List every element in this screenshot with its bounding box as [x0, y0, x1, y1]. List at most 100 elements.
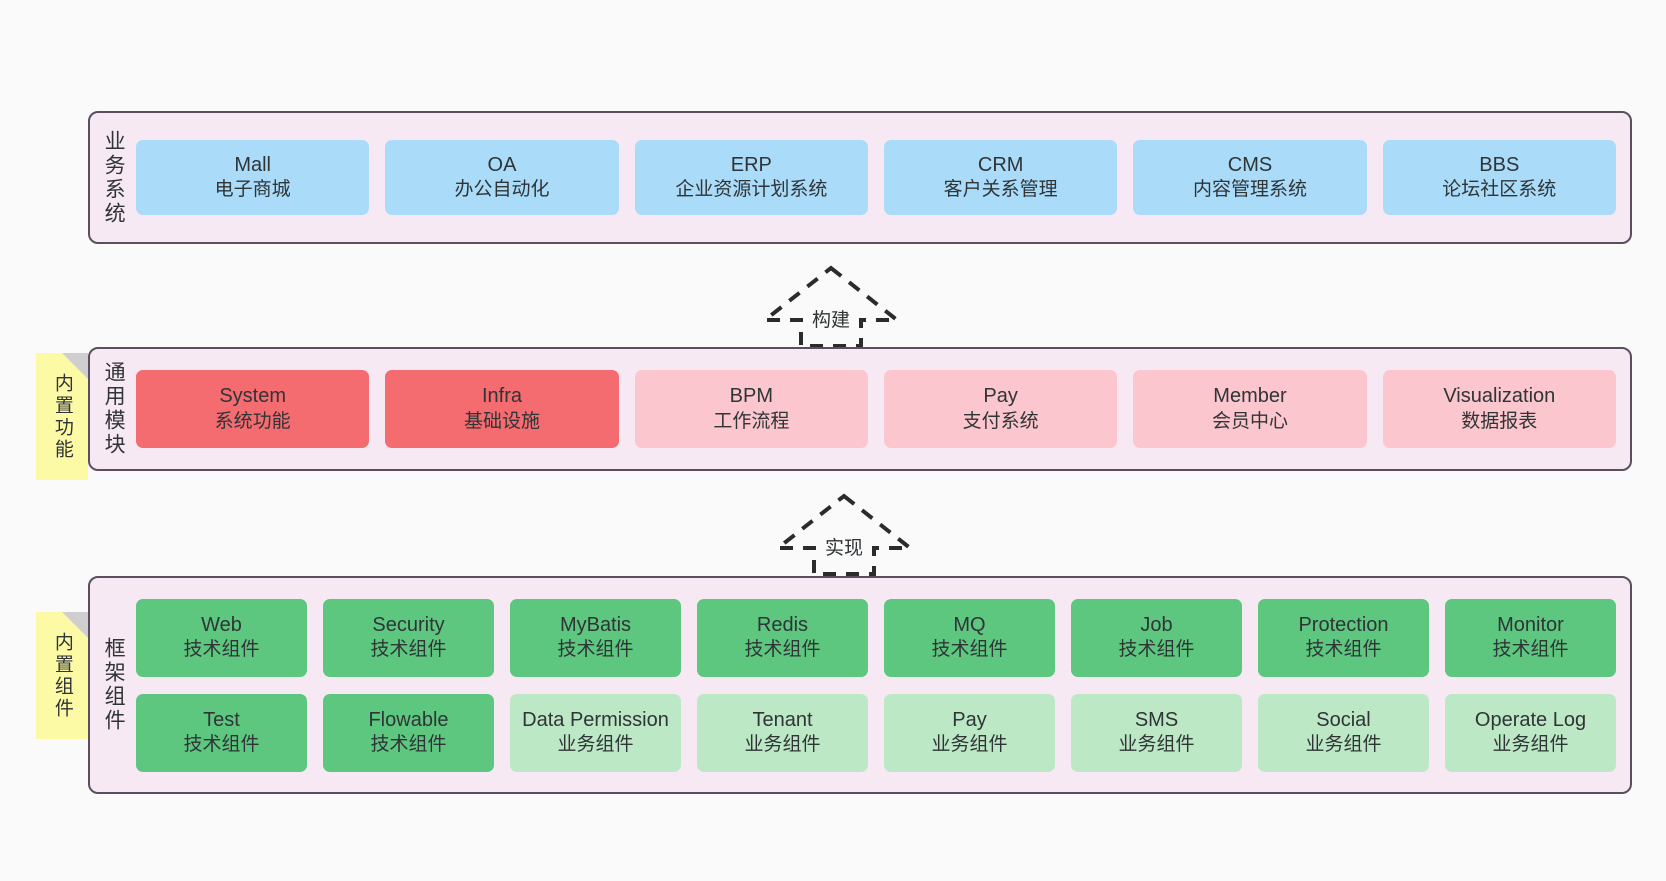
component-title: Data Permission	[522, 708, 669, 731]
module-crm[interactable]: CRM 客户关系管理	[883, 140, 1118, 215]
module-subtitle: 客户关系管理	[943, 179, 1058, 201]
note-builtin-component: 内置组件	[36, 612, 88, 739]
component-protection[interactable]: Protection 技术组件	[1258, 598, 1429, 677]
note-fold-corner-icon	[62, 612, 88, 638]
row-business-components: Test 技术组件 Flowable 技术组件 Data Permission …	[136, 693, 1616, 772]
component-sms[interactable]: SMS 业务组件	[1071, 693, 1242, 772]
component-pay[interactable]: Pay 业务组件	[884, 693, 1055, 772]
module-subtitle: 内容管理系统	[1192, 179, 1307, 201]
dashed-block-arrow-up-icon	[772, 493, 916, 576]
module-oa[interactable]: OA 办公自动化	[385, 140, 619, 215]
module-title: Infra	[481, 385, 522, 408]
component-subtitle: 技术组件	[1305, 639, 1382, 661]
module-subtitle: 企业资源计划系统	[675, 179, 828, 201]
component-tenant[interactable]: Tenant 业务组件	[697, 693, 868, 772]
component-job[interactable]: Job 技术组件	[1071, 598, 1242, 677]
component-flowable[interactable]: Flowable 技术组件	[323, 693, 494, 772]
layer-business-system: 业务系统 Mall 电子商城 OA 办公自动化 ERP 企业资源计划系统 CRM…	[88, 111, 1632, 244]
layer-framework-component: 框架组件 Web 技术组件 Security 技术组件 MyBatis 技术组件…	[88, 576, 1632, 794]
connector-build: 构建	[757, 262, 905, 350]
module-subtitle: 论坛社区系统	[1442, 179, 1557, 201]
component-title: Protection	[1298, 613, 1389, 636]
component-title: MyBatis	[559, 613, 632, 636]
layer-title-common-module: 通用模块	[102, 361, 126, 457]
module-bpm[interactable]: BPM 工作流程	[634, 370, 868, 448]
component-social[interactable]: Social 业务组件	[1258, 693, 1429, 772]
module-title: System	[219, 385, 286, 408]
component-title: Pay	[952, 708, 987, 731]
module-cms[interactable]: CMS 内容管理系统	[1133, 140, 1367, 215]
component-subtitle: 技术组件	[931, 639, 1008, 661]
module-bbs[interactable]: BBS 论坛社区系统	[1382, 140, 1616, 215]
module-system[interactable]: System 系统功能	[136, 370, 370, 448]
component-title: Flowable	[368, 708, 449, 731]
module-mall[interactable]: Mall 电子商城	[136, 140, 370, 215]
component-title: Web	[201, 613, 242, 636]
module-member[interactable]: Member 会员中心	[1133, 370, 1367, 448]
module-title: Pay	[983, 385, 1018, 408]
component-subtitle: 技术组件	[744, 639, 821, 661]
module-title: Mall	[234, 153, 271, 176]
layer-title-business-system: 业务系统	[102, 129, 126, 226]
component-subtitle: 业务组件	[1118, 734, 1195, 756]
component-subtitle: 业务组件	[1305, 734, 1382, 756]
component-test[interactable]: Test 技术组件	[136, 693, 307, 772]
module-subtitle: 支付系统	[962, 410, 1039, 432]
component-security[interactable]: Security 技术组件	[323, 598, 494, 677]
component-title: Operate Log	[1474, 708, 1587, 731]
module-subtitle: 会员中心	[1211, 410, 1288, 432]
layer-title-framework-component: 框架组件	[102, 637, 126, 733]
connector-implement: 实现	[770, 490, 918, 578]
module-title: CMS	[1227, 153, 1273, 176]
note-builtin-function: 内置功能	[36, 353, 88, 480]
module-title: BPM	[729, 385, 773, 408]
component-subtitle: 技术组件	[370, 734, 447, 756]
layer-common-module: 通用模块 System 系统功能 Infra 基础设施 BPM 工作流程 Pay…	[88, 347, 1632, 471]
component-title: Test	[203, 708, 240, 731]
module-subtitle: 数据报表	[1461, 410, 1538, 432]
row-technical-components: Web 技术组件 Security 技术组件 MyBatis 技术组件 Redi…	[136, 598, 1616, 677]
module-title: OA	[487, 153, 517, 176]
dashed-block-arrow-up-icon	[759, 265, 903, 348]
component-mybatis[interactable]: MyBatis 技术组件	[510, 598, 681, 677]
component-web[interactable]: Web 技术组件	[136, 598, 307, 677]
layer-body-business-system: Mall 电子商城 OA 办公自动化 ERP 企业资源计划系统 CRM 客户关系…	[136, 113, 1630, 242]
component-subtitle: 技术组件	[183, 639, 260, 661]
component-title: Social	[1316, 708, 1371, 731]
component-subtitle: 技术组件	[1118, 639, 1195, 661]
component-title: MQ	[953, 613, 986, 636]
component-title: Redis	[756, 613, 809, 636]
component-title: Job	[1140, 613, 1173, 636]
module-infra[interactable]: Infra 基础设施	[385, 370, 619, 448]
module-subtitle: 办公自动化	[454, 179, 550, 201]
component-subtitle: 技术组件	[1492, 639, 1569, 661]
component-title: Security	[372, 613, 445, 636]
component-title: Tenant	[752, 708, 813, 731]
module-visualization[interactable]: Visualization 数据报表	[1382, 370, 1616, 448]
component-subtitle: 业务组件	[931, 734, 1008, 756]
note-builtin-function-label: 内置功能	[51, 372, 73, 461]
component-redis[interactable]: Redis 技术组件	[697, 598, 868, 677]
component-data-permission[interactable]: Data Permission 业务组件	[510, 693, 681, 772]
module-subtitle: 系统功能	[214, 410, 291, 432]
note-builtin-component-label: 内置组件	[51, 631, 73, 720]
module-subtitle: 电子商城	[214, 179, 291, 201]
layer-body-common-module: System 系统功能 Infra 基础设施 BPM 工作流程 Pay 支付系统…	[136, 349, 1630, 469]
module-erp[interactable]: ERP 企业资源计划系统	[634, 140, 868, 215]
module-subtitle: 工作流程	[713, 410, 790, 432]
component-subtitle: 技术组件	[183, 734, 260, 756]
component-subtitle: 技术组件	[370, 639, 447, 661]
component-title: Monitor	[1497, 613, 1564, 636]
note-fold-corner-icon	[62, 353, 88, 379]
component-subtitle: 业务组件	[557, 734, 634, 756]
module-title: ERP	[730, 153, 772, 176]
component-subtitle: 业务组件	[1492, 734, 1569, 756]
connector-build-label: 构建	[811, 310, 851, 331]
module-title: CRM	[977, 153, 1024, 176]
module-pay[interactable]: Pay 支付系统	[883, 370, 1118, 448]
component-mq[interactable]: MQ 技术组件	[884, 598, 1055, 677]
module-subtitle: 基础设施	[463, 410, 540, 432]
component-operate-log[interactable]: Operate Log 业务组件	[1445, 693, 1616, 772]
component-monitor[interactable]: Monitor 技术组件	[1445, 598, 1616, 677]
component-title: SMS	[1134, 708, 1179, 731]
